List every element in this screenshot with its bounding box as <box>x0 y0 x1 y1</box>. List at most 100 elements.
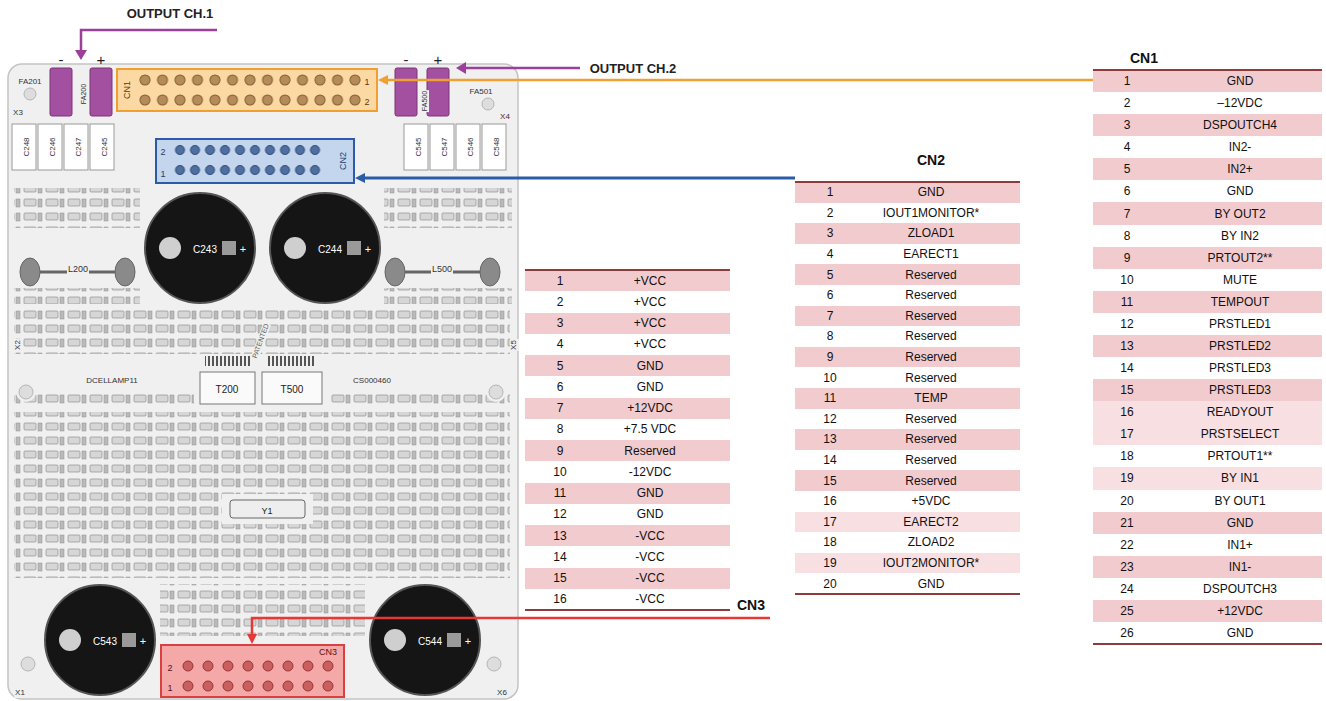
label-holder: C248 <box>15 137 33 156</box>
pin-label: 12 <box>823 412 836 426</box>
capacitor-terminal <box>447 633 461 647</box>
component-area <box>384 288 512 304</box>
pin-label: PRSTLED3 <box>1209 383 1271 397</box>
pinout-table: CN21GND2IOUT1MONITOR*3ZLOAD14EARECT15Res… <box>795 150 1020 596</box>
capacitor-terminal <box>59 629 81 651</box>
pin-label: +12VDC <box>1217 604 1263 618</box>
pin-label: IN2+ <box>1227 162 1253 176</box>
table-cell: DSPOUTCH4 <box>1170 114 1310 136</box>
arrowhead <box>247 634 257 644</box>
table-cell: 25 <box>1057 600 1197 622</box>
board-label: + <box>434 52 443 69</box>
capacitor-box <box>90 124 114 170</box>
pin-label: Reserved <box>905 350 956 364</box>
table-rule <box>795 181 1020 183</box>
table-heading: CN2 <box>917 152 945 168</box>
table-cell: 20 <box>760 573 900 594</box>
pin-label: EARECT2 <box>903 515 958 529</box>
cn3-highlight <box>160 644 345 698</box>
label-holder: Y1 <box>261 500 272 518</box>
connector-line <box>364 177 795 180</box>
label-holder: C544 <box>418 631 442 649</box>
component-area <box>14 288 140 304</box>
pin-label: 13 <box>823 432 836 446</box>
table-row <box>525 313 730 335</box>
connector <box>247 618 770 644</box>
pin-label: 14 <box>553 550 566 564</box>
board-label: + <box>365 243 371 255</box>
pin-label: Reserved <box>905 453 956 467</box>
table-cell: MUTE <box>1170 269 1310 291</box>
cn1-pins <box>136 70 364 110</box>
board-label: FA501 <box>468 88 493 97</box>
pin-label: -12VDC <box>629 465 672 479</box>
component-area <box>330 392 510 406</box>
board-label: L200 <box>67 265 89 275</box>
pin-label: BY OUT1 <box>1214 494 1265 508</box>
table-cell: 1 <box>760 182 900 203</box>
pin-label: 11 <box>824 391 836 405</box>
table-cell: 2 <box>1057 92 1197 114</box>
pin-label: 11 <box>554 486 566 500</box>
table-cell: 14 <box>490 546 630 567</box>
table-cell: PRSTLED3 <box>1170 357 1310 379</box>
pin-label: 7 <box>827 309 834 323</box>
pin-label: 6 <box>557 380 564 394</box>
pin-label: +5VDC <box>911 494 950 508</box>
pin-label: -VCC <box>635 529 664 543</box>
board-label: 1 <box>160 170 165 180</box>
capacitor-box <box>482 124 506 170</box>
board-label: C244 <box>318 244 342 255</box>
pin-label: -VCC <box>635 571 664 585</box>
table-cell: IN1+ <box>1170 534 1310 556</box>
label-holder: C243 <box>193 239 217 257</box>
label-holder: 1 <box>160 163 165 181</box>
table-row <box>525 270 730 292</box>
table-cell: 8 <box>1057 225 1197 247</box>
table-cell: -VCC <box>580 546 720 567</box>
component-area <box>14 412 510 578</box>
capacitor-box <box>12 124 36 170</box>
label-holder: - <box>404 51 409 69</box>
output-terminal <box>395 68 417 116</box>
table-cell: GND <box>580 376 720 397</box>
capacitor-terminal <box>222 241 236 255</box>
board-label: OUTPUT CH.1 <box>127 7 214 21</box>
pin-label: DSPOUTCH4 <box>1203 118 1277 132</box>
mounting-hole <box>19 385 33 399</box>
connector <box>355 173 795 183</box>
pin-label: BY IN1 <box>1221 471 1259 485</box>
pin-label: GND <box>918 577 945 591</box>
table-cell: 16 <box>1057 401 1197 423</box>
table-cell: 18 <box>1057 445 1197 467</box>
label-holder: + <box>465 631 471 649</box>
board-label: 2 <box>167 664 172 674</box>
label-holder: X2 <box>6 339 24 351</box>
board-label: C247 <box>75 137 84 156</box>
table-cell: GND <box>1170 180 1310 202</box>
board-label: X6 <box>496 689 508 698</box>
table-cell: 11 <box>760 388 900 409</box>
table-cell: Reserved <box>861 326 1001 347</box>
pin-label: 16 <box>823 494 836 508</box>
pin-label: GND <box>637 359 664 373</box>
pin-label: GND <box>1227 626 1254 640</box>
table-cell: Reserved <box>580 440 720 461</box>
arrowhead <box>378 75 388 85</box>
table-cell: BY OUT1 <box>1170 490 1310 512</box>
pin-label: +VCC <box>634 316 666 330</box>
table-cell: 17 <box>1057 423 1197 445</box>
label-holder: 2 <box>364 91 369 109</box>
pin-label: GND <box>637 507 664 521</box>
heatsink-bar <box>267 356 315 366</box>
label-holder: DCELLAMP11 <box>85 369 138 387</box>
transformer-box <box>200 372 255 404</box>
pin-label: 19 <box>1120 471 1133 485</box>
board-label: C547 <box>441 137 450 156</box>
board-label: C544 <box>418 636 442 647</box>
board-label: - <box>404 52 409 69</box>
pin-label: 5 <box>557 359 564 373</box>
pin-label: 13 <box>1120 339 1133 353</box>
connector-cn1: CN1 <box>116 68 378 112</box>
table-cell: 15 <box>1057 379 1197 401</box>
